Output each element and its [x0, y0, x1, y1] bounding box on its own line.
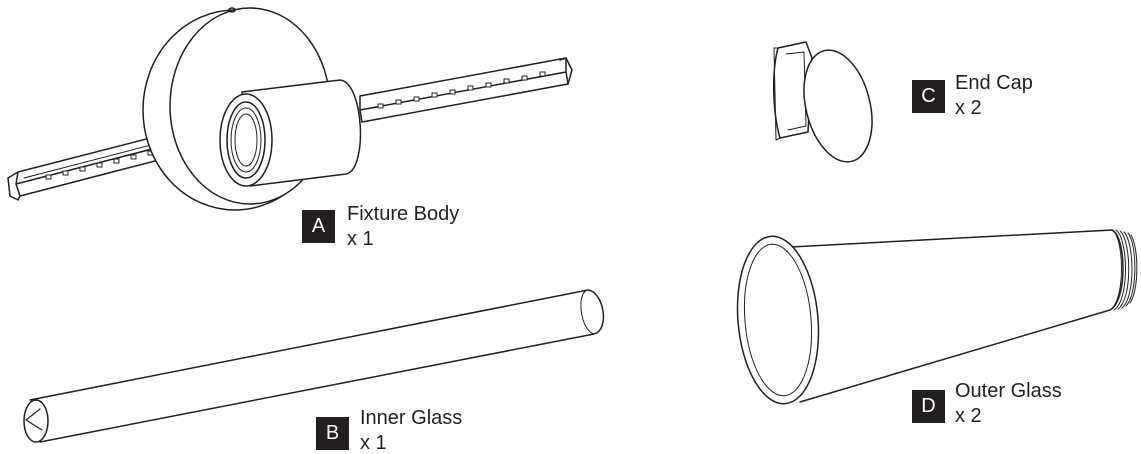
part-letter-badge-c: C	[912, 80, 945, 113]
led-dots-right	[377, 71, 546, 109]
part-letter-badge-d: D	[912, 390, 945, 423]
part-name-c: End Cap	[955, 72, 1033, 94]
inner-glass-illustration	[23, 289, 605, 443]
part-qty-b: x 1	[360, 432, 387, 454]
part-name-a: Fixture Body	[347, 203, 460, 225]
fixture-body-illustration	[7, 7, 573, 211]
part-qty-a: x 1	[347, 228, 374, 250]
part-name-d: Outer Glass	[955, 380, 1062, 402]
part-letter-badge-a: A	[302, 210, 335, 243]
part-qty-d: x 2	[955, 405, 982, 427]
outer-glass-illustration	[736, 229, 1138, 405]
part-name-b: Inner Glass	[360, 407, 463, 429]
thread-rings	[1109, 229, 1138, 311]
part-letter-badge-b: B	[316, 417, 349, 450]
part-qty-c: x 2	[955, 97, 982, 119]
end-cap-illustration	[773, 41, 873, 163]
